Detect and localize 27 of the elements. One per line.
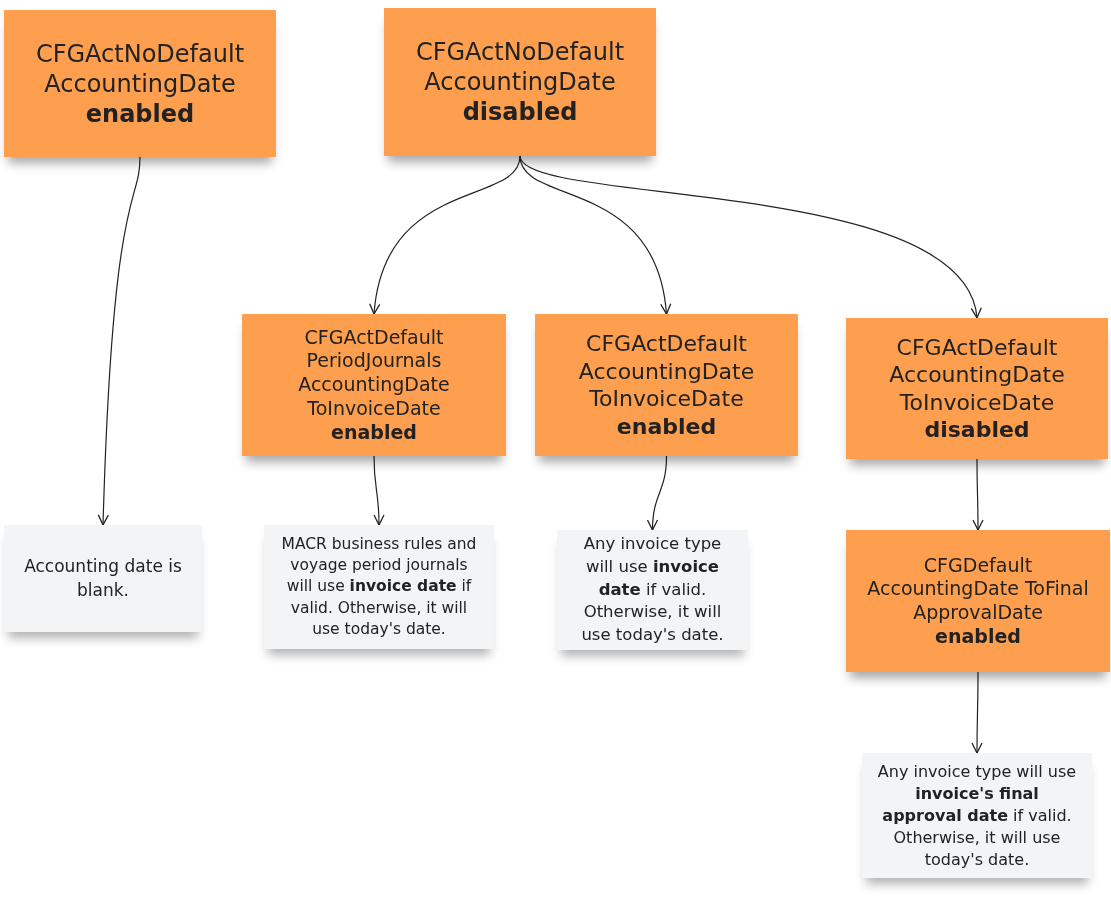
arrow: [370, 155, 521, 315]
setting-status: enabled: [85, 98, 195, 129]
setting-status: disabled: [462, 97, 578, 127]
sticky-note: [264, 525, 494, 649]
setting-status: enabled: [331, 420, 417, 445]
sticky-note: [846, 530, 1110, 672]
sticky-note: [384, 8, 656, 156]
sticky-note: [535, 314, 798, 456]
setting-status: enabled: [935, 624, 1021, 649]
arrow: [373, 455, 385, 526]
arrow: [971, 671, 983, 754]
sticky-note: [862, 753, 1092, 878]
sticky-note: [4, 525, 202, 632]
arrow: [97, 156, 141, 526]
sticky-note: [242, 314, 506, 456]
note-text: Accounting date is blank.: [23, 555, 183, 602]
sticky-note: [4, 10, 276, 157]
setting-status: enabled: [616, 412, 717, 440]
setting-status: disabled: [924, 416, 1030, 444]
sticky-note: [557, 530, 748, 650]
arrow: [647, 455, 668, 531]
arrow: [519, 155, 980, 319]
note-text: MACR business rules and voyage period journals will use invoice date if valid. Otherwise, it will use today's date.: [280, 533, 478, 640]
sticky-note: [846, 318, 1108, 459]
note-text: Any invoice type will use invoice's final approval date if valid. Otherwise, it will use today's date.: [876, 760, 1078, 871]
note-text: Any invoice type will use invoice date if valid. Otherwise, it will use today's date.: [580, 533, 725, 647]
arrow: [972, 458, 984, 531]
